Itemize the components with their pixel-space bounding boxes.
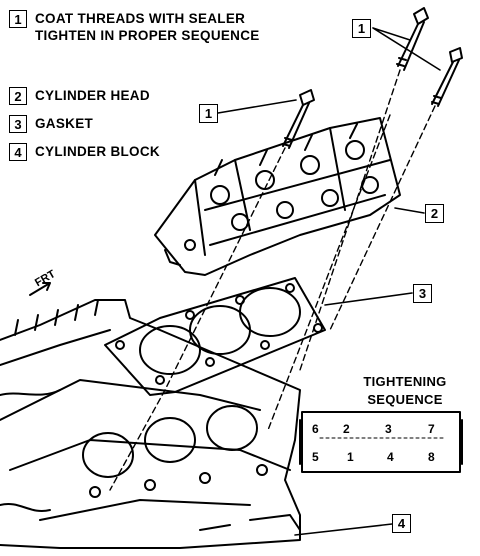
legend-number-4: 4 bbox=[9, 143, 27, 161]
callout-4-block: 4 bbox=[392, 514, 411, 533]
seq-top-3: 3 bbox=[385, 422, 392, 436]
seq-bottom-1: 5 bbox=[312, 450, 319, 464]
legend-number-3: 3 bbox=[9, 115, 27, 133]
callout-3-gasket: 3 bbox=[413, 284, 432, 303]
cylinder-head-drawing bbox=[154, 117, 401, 276]
seq-bottom-3: 4 bbox=[387, 450, 394, 464]
cylinder-block-drawing bbox=[0, 299, 301, 549]
gasket-drawing bbox=[104, 277, 326, 396]
guide-lines bbox=[109, 69, 436, 491]
frt-arrow-icon bbox=[29, 282, 51, 296]
callout-1-bolt: 1 bbox=[199, 104, 218, 123]
legend-text-1: COAT THREADS WITH SEALER TIGHTEN IN PROP… bbox=[35, 10, 260, 44]
callout-2-head: 2 bbox=[425, 204, 444, 223]
tightening-title: TIGHTENING bbox=[363, 374, 447, 389]
legend-item-4: 4 CYLINDER BLOCK bbox=[9, 143, 160, 161]
seq-top-2: 2 bbox=[343, 422, 350, 436]
tightening-sequence-outline bbox=[299, 411, 463, 473]
seq-top-1: 6 bbox=[312, 422, 319, 436]
legend-line-1b: TIGHTEN IN PROPER SEQUENCE bbox=[35, 28, 260, 43]
legend-line-1a: COAT THREADS WITH SEALER bbox=[35, 11, 246, 26]
legend-number-1: 1 bbox=[9, 10, 27, 28]
callout-1-bolts: 1 bbox=[352, 19, 371, 38]
legend-text-2: CYLINDER HEAD bbox=[35, 88, 150, 103]
head-bolts-drawing bbox=[282, 7, 463, 149]
legend-item-1: 1 COAT THREADS WITH SEALER TIGHTEN IN PR… bbox=[9, 10, 260, 44]
sequence-title: SEQUENCE bbox=[367, 392, 443, 407]
legend-number-2: 2 bbox=[9, 87, 27, 105]
legend-item-3: 3 GASKET bbox=[9, 115, 93, 133]
seq-bottom-4: 8 bbox=[428, 450, 435, 464]
seq-top-4: 7 bbox=[428, 422, 435, 436]
legend-item-2: 2 CYLINDER HEAD bbox=[9, 87, 150, 105]
legend-text-3: GASKET bbox=[35, 116, 94, 131]
leader-lines bbox=[217, 27, 441, 536]
legend-text-4: CYLINDER BLOCK bbox=[35, 144, 160, 159]
seq-bottom-2: 1 bbox=[347, 450, 354, 464]
